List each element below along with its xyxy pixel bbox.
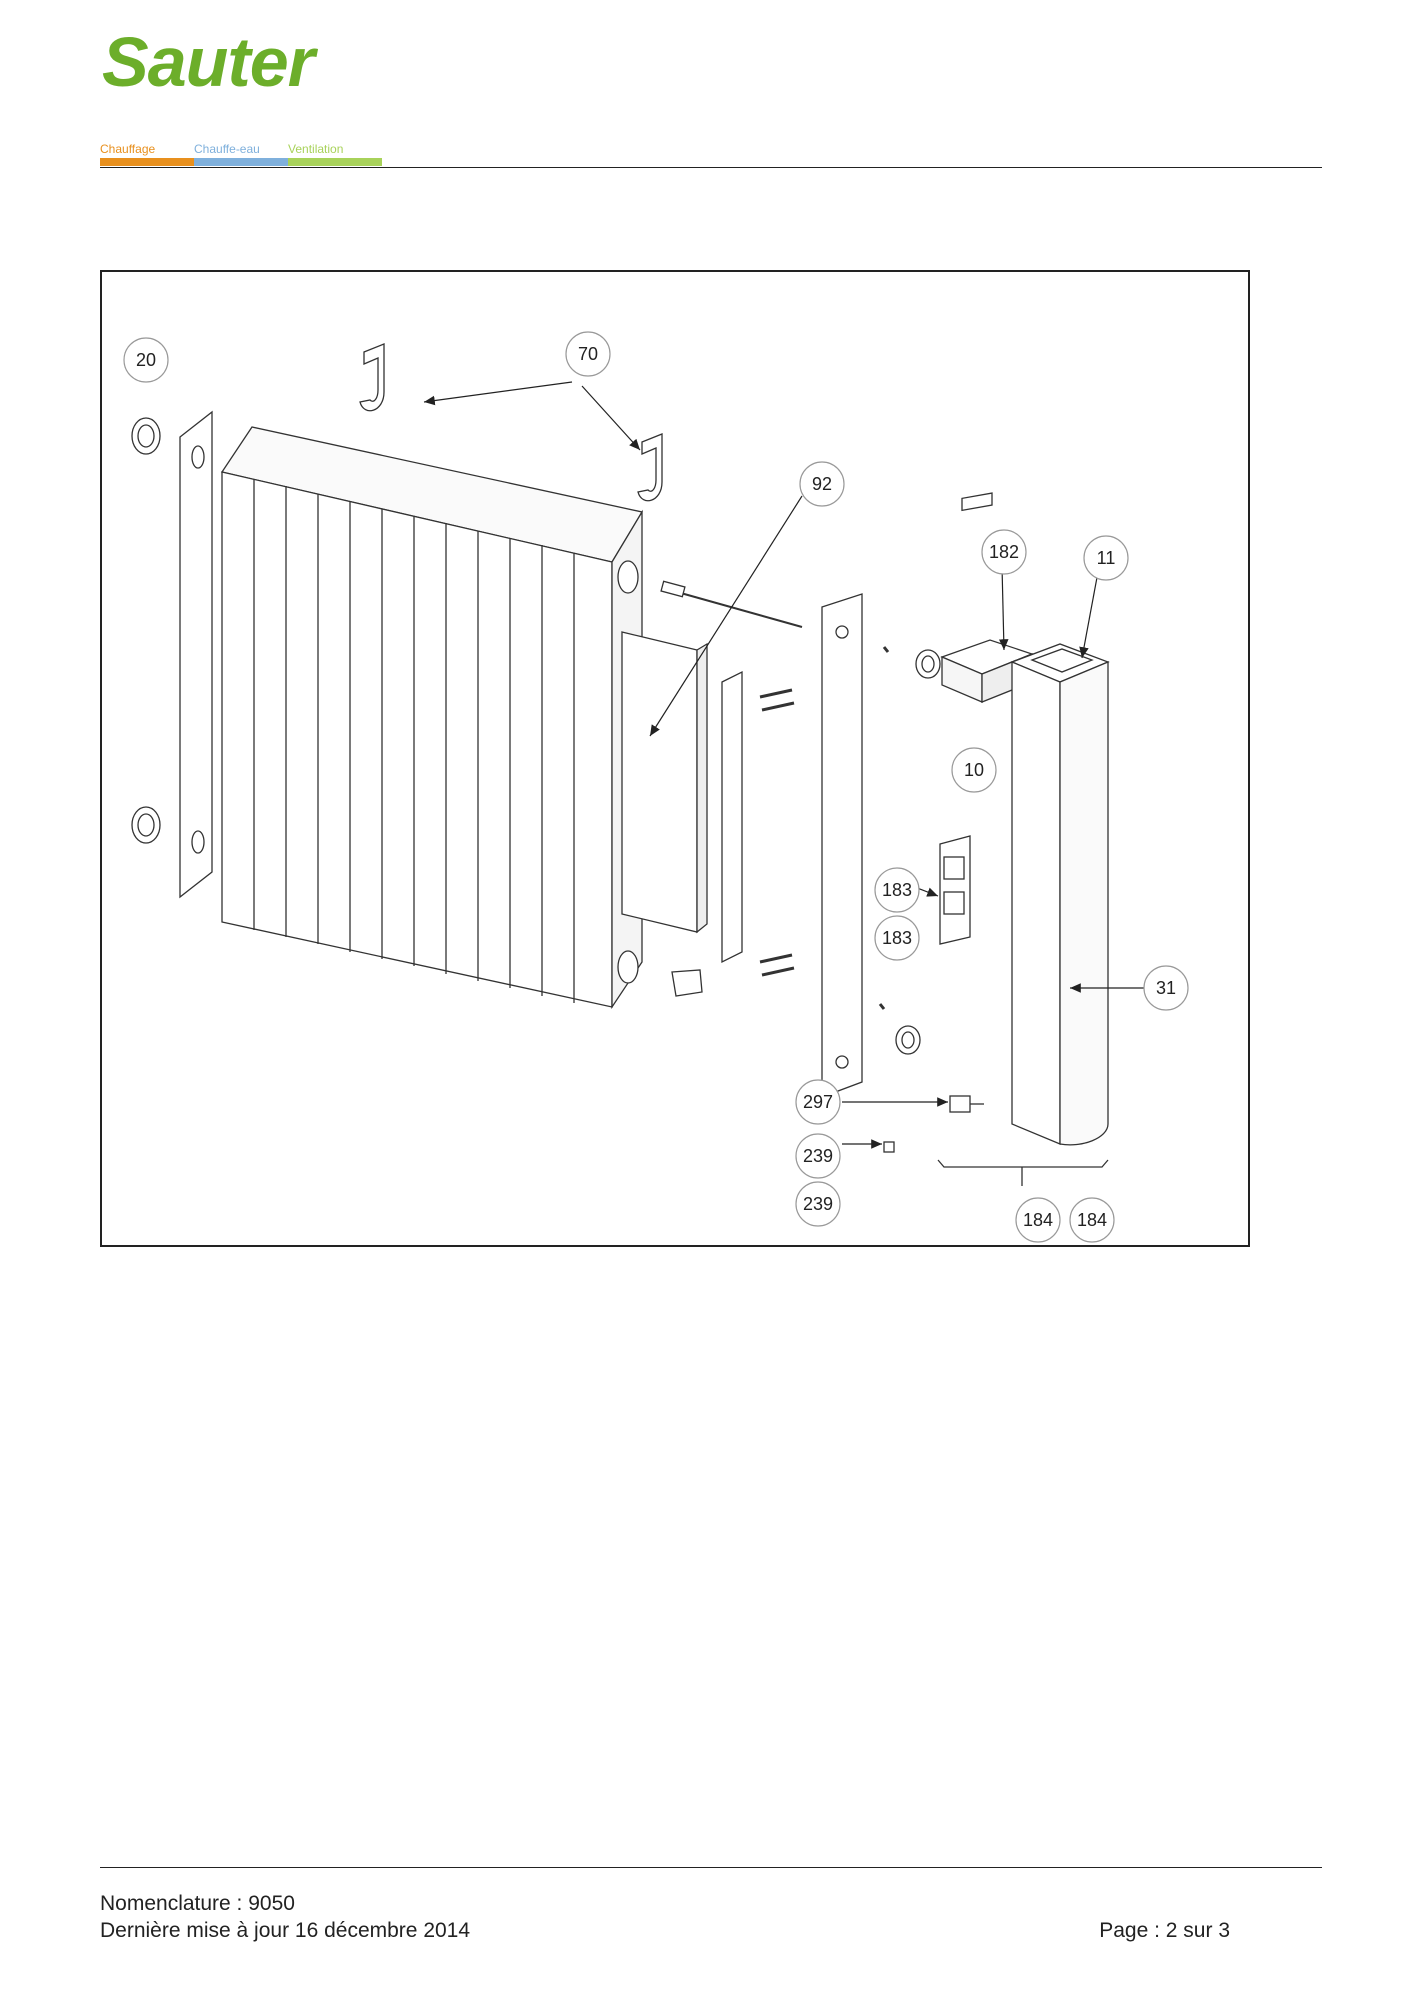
callout-circle (1143, 965, 1189, 1011)
callout-circle (795, 1133, 841, 1179)
callout-circle (799, 461, 845, 507)
callout-circle (795, 1079, 841, 1125)
callout-circle (123, 337, 169, 383)
callout-circle (565, 331, 611, 377)
header-rule (100, 167, 1322, 168)
thermostat-probe (949, 1095, 971, 1113)
callout-number: 183 (882, 880, 912, 900)
callout-number: 10 (964, 760, 984, 780)
callout-number: 239 (803, 1146, 833, 1166)
footer-nomenclature: Nomenclature : 9050 (100, 1892, 295, 1915)
callout-number: 297 (803, 1092, 833, 1112)
side-plate (179, 410, 213, 899)
category-label: Ventilation (288, 142, 344, 156)
callout-number: 11 (1097, 548, 1116, 568)
category-bar (288, 158, 382, 166)
callout-number: 239 (803, 1194, 833, 1214)
wall-bracket-icon (359, 343, 385, 412)
connector-icon (883, 1141, 895, 1153)
category-bar (100, 158, 194, 166)
callout-number: 183 (882, 928, 912, 948)
callout-circle (981, 529, 1027, 575)
heating-element (621, 631, 698, 933)
knob-top-icon (915, 649, 941, 679)
callout-number: 92 (812, 474, 832, 494)
clip-icon (671, 969, 703, 997)
callout-circle (1069, 1197, 1115, 1243)
callout-circle (874, 915, 920, 961)
plug-bottom-left-icon (131, 806, 161, 844)
callout-circle (1083, 535, 1129, 581)
callout-circle (795, 1181, 841, 1227)
callout-number: 184 (1023, 1210, 1053, 1230)
category-label: Chauffe-eau (194, 142, 260, 156)
category-label: Chauffage (100, 142, 156, 156)
callout-circle (874, 867, 920, 913)
footer-rule (100, 1867, 1322, 1868)
exploded-view-diagram: 20 70 92 182 11 10 183 183 31 297 239 23… (100, 270, 1250, 1247)
plug-top-left-icon (131, 417, 161, 455)
radiator-body (220, 426, 644, 1010)
wall-bracket-icon (637, 433, 663, 502)
probe-rod (669, 589, 803, 628)
callout-number: 20 (136, 350, 156, 370)
brand-logo-text: Sauter (102, 23, 319, 96)
category-chauffage: Chauffage (100, 142, 194, 166)
category-bar (194, 158, 288, 166)
callout-circle (951, 747, 997, 793)
exploded-view-drawing: 20 70 92 182 11 10 183 183 31 297 239 23… (123, 331, 1189, 1243)
callout-number: 70 (578, 344, 598, 364)
footer-updated-date: Dernière mise à jour 16 décembre 2014 (100, 1919, 471, 1942)
screw-icon (759, 688, 795, 712)
callout-circle (1015, 1197, 1061, 1243)
footer-page-number: Page : 2 sur 3 (1099, 1919, 1230, 1942)
knob-bottom-icon (895, 1025, 921, 1055)
category-strip: Chauffage Chauffe-eau Ventilation (100, 142, 382, 166)
callout-number: 31 (1156, 978, 1176, 998)
category-chauffe-eau: Chauffe-eau (194, 142, 288, 166)
category-ventilation: Ventilation (288, 142, 382, 166)
callout-number: 184 (1077, 1210, 1107, 1230)
screw-icon (759, 953, 795, 977)
mounting-bracket (721, 670, 743, 964)
callout-number: 182 (989, 542, 1019, 562)
brand-logo: Sauter (102, 23, 320, 96)
electronic-board (939, 835, 971, 945)
back-plate (821, 593, 863, 1098)
